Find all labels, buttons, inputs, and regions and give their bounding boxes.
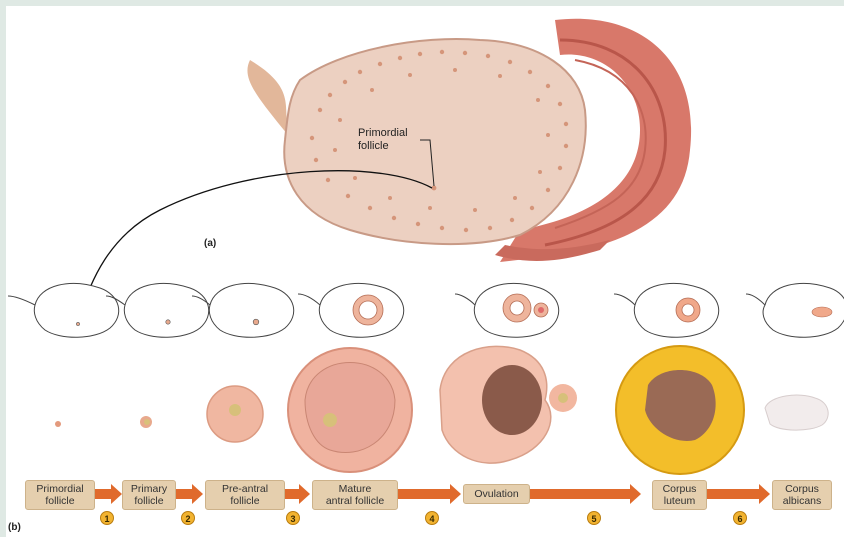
step-number-1: 1	[100, 511, 114, 525]
ovary-outlines	[34, 283, 844, 337]
ovary	[284, 39, 585, 244]
follicle-stages-detail	[55, 346, 828, 474]
primordial-follicle-callout: Primordial follicle	[358, 127, 408, 153]
panel-label-b: (b)	[8, 522, 21, 533]
panel-label-a: (a)	[204, 238, 216, 249]
step-number-6: 6	[733, 511, 747, 525]
stage-primordial: Primordial follicle	[25, 480, 95, 510]
stage-corpus-luteum: Corpus luteum	[652, 480, 707, 510]
step-number-2: 2	[181, 511, 195, 525]
stage-ovulation: Ovulation	[463, 484, 530, 504]
step-number-4: 4	[425, 511, 439, 525]
stage-mature-antral: Mature antral follicle	[312, 480, 398, 510]
stage-primary: Primary follicle	[122, 480, 176, 510]
stage-pre-antral: Pre-antral follicle	[205, 480, 285, 510]
step-number-3: 3	[286, 511, 300, 525]
stage-corpus-albicans: Corpus albicans	[772, 480, 832, 510]
step-number-5: 5	[587, 511, 601, 525]
